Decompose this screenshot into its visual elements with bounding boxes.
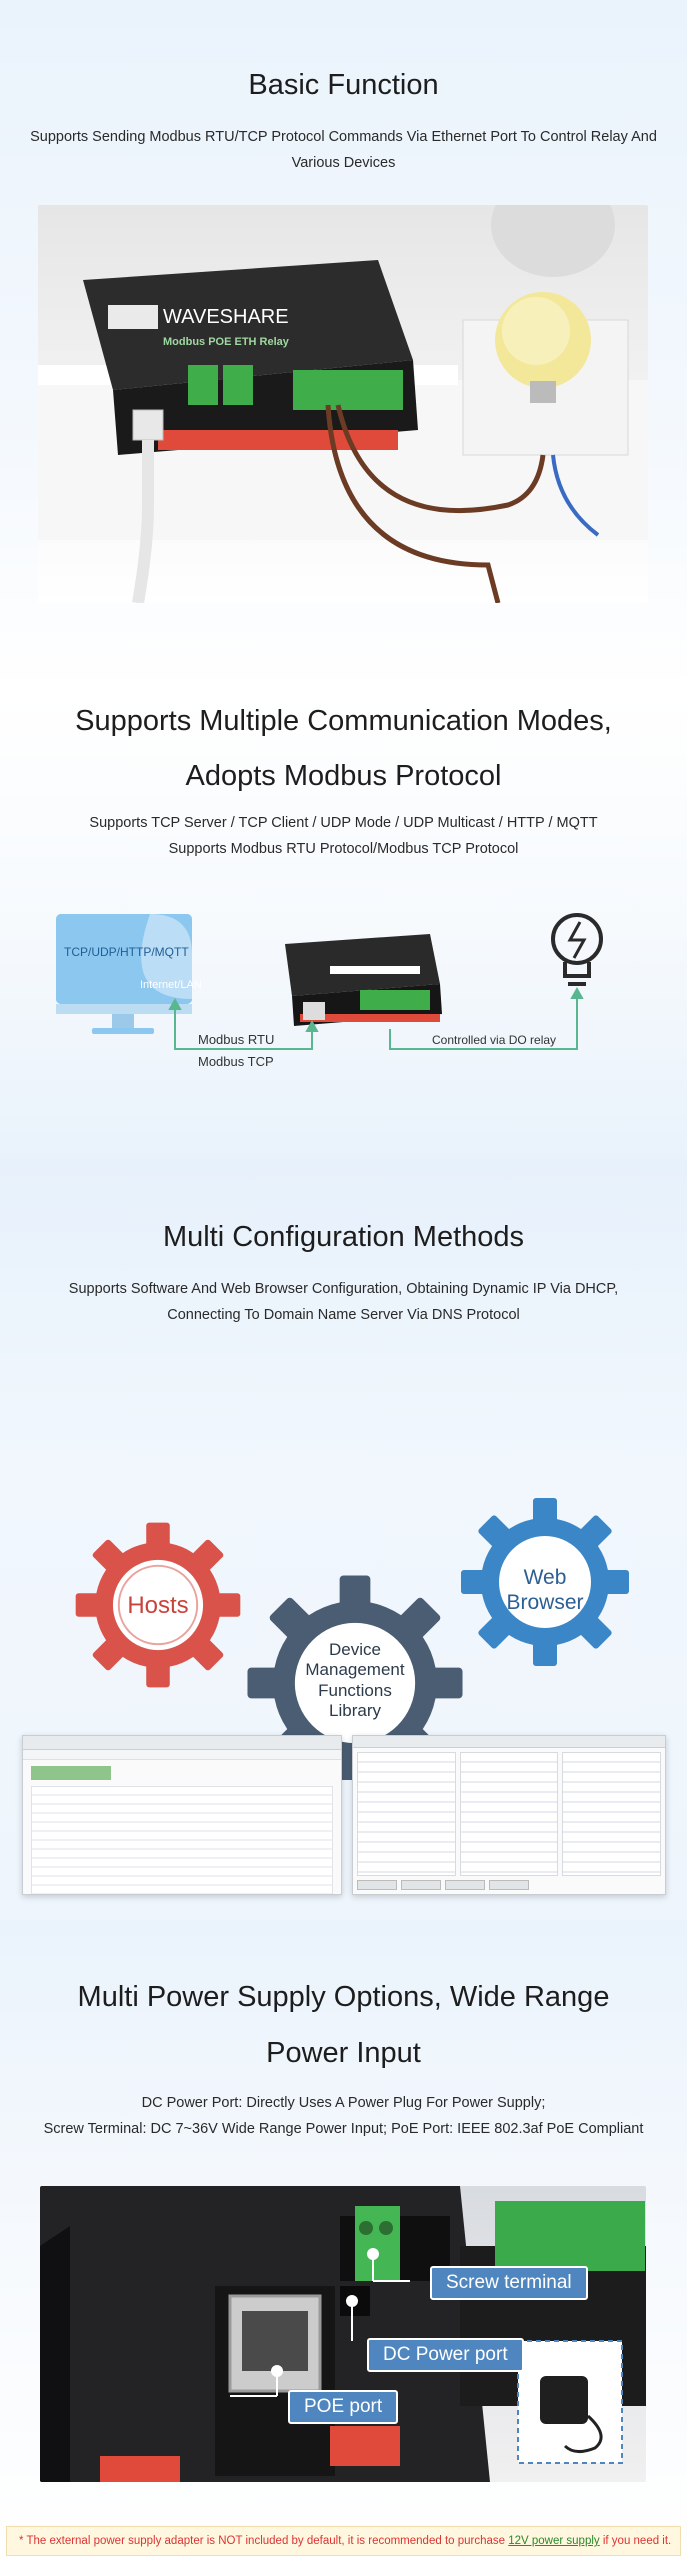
communication-diagram: TCP/UDP/HTTP/MQTT Internet/LAN Modb [56,913,603,1069]
power-supply-section: Multi Power Supply Options, Wide Range P… [0,1920,687,2560]
web-gear-icon [461,1498,629,1666]
configuration-gears [75,1498,629,1780]
power-adapter-note: * The external power supply adapter is N… [6,2526,681,2556]
do-relay-label: Controlled via DO relay [432,1033,556,1047]
power-ports-photo [40,2186,646,2482]
modbus-rtu-label: Modbus RTU [198,1032,274,1047]
device-gear-label: Device Management Functions Library [305,1640,405,1721]
device-brand-label: WAVESHARE [163,306,289,328]
section-subtitle-line2: Connecting To Domain Name Server Via DNS… [167,1307,520,1323]
section-subtitle-line1: Supports Software And Web Browser Config… [68,1281,619,1297]
section-subtitle-line1: Supports TCP Server / TCP Client / UDP M… [89,815,598,831]
web-config-screenshot [22,1735,342,1895]
device-gear-icon [247,1575,463,1780]
section-subtitle-line2: Screw Terminal: DC 7~36V Wide Range Powe… [43,2121,644,2137]
configuration-methods-section: Multi Configuration Methods Supports Sof… [0,1160,687,1920]
section-title: Multi Configuration Methods [162,1221,525,1253]
section-title-line2: Power Input [266,2037,421,2069]
web-gear-label: Web Browser [506,1566,584,1615]
screw-terminal-callout: Screw terminal [430,2266,588,2300]
basic-function-section: Basic Function Supports Sending Modbus R… [0,0,687,694]
hosts-gear-label: Hosts [127,1592,189,1619]
monitor-icon: TCP/UDP/HTTP/MQTT Internet/LAN [56,914,202,1034]
note-text-after: if you need it. [599,2535,672,2547]
monitor-protocol-text: TCP/UDP/HTTP/MQTT [64,945,189,959]
hosts-gear-icon [75,1522,241,1688]
device-name-label: Modbus POE ETH Relay [163,336,290,348]
monitor-network-text: Internet/LAN [140,979,202,991]
power-supply-link[interactable]: 12V power supply [508,2535,600,2547]
relay-module-icon [285,934,442,1026]
section-title-line2: Adopts Modbus Protocol [185,760,502,792]
relay-product-photo: WAVESHARE Modbus POE ETH Relay [38,205,648,603]
relay-scene-illustration: WAVESHARE Modbus POE ETH Relay [38,205,648,603]
section-subtitle: Supports Sending Modbus RTU/TCP Protocol… [30,129,657,172]
section-title-line1: Supports Multiple Communication Modes, [75,705,612,737]
power-ports-illustration [40,2186,646,2482]
section-subtitle-line2: Supports Modbus RTU Protocol/Modbus TCP … [168,841,519,857]
section-title-line1: Multi Power Supply Options, Wide Range [77,1981,610,2013]
dc-power-port-callout: DC Power port [367,2338,524,2372]
software-config-screenshot [352,1735,666,1895]
note-text-before: * The external power supply adapter is N… [19,2535,509,2547]
light-bulb-icon [551,913,603,986]
modbus-tcp-label: Modbus TCP [198,1054,274,1069]
communication-modes-section: Supports Multiple Communication Modes, A… [0,694,687,1160]
section-subtitle-line1: DC Power Port: Directly Uses A Power Plu… [141,2095,546,2111]
section-title: Basic Function [248,69,439,101]
poe-port-callout: POE port [288,2390,399,2424]
